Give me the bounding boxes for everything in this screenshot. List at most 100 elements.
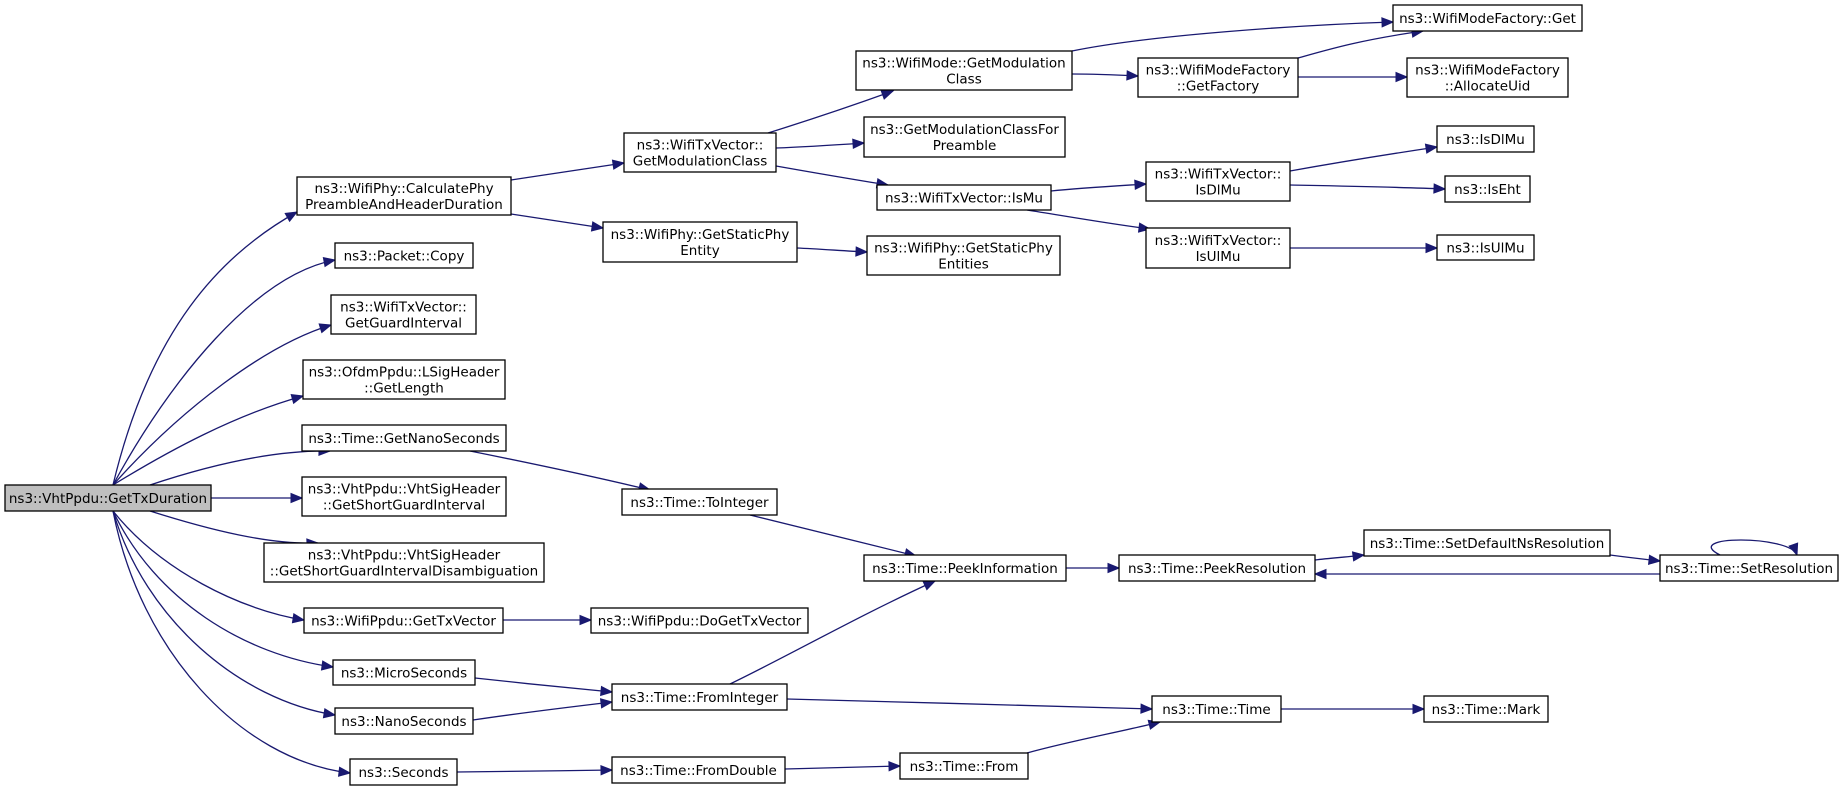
node-txv_getmodclass[interactable]: ns3::WifiTxVector::GetModulationClass	[623, 132, 777, 173]
node-packet_copy[interactable]: ns3::Packet::Copy	[334, 242, 474, 269]
edge-txv_getmodclass-to-txv_ismu	[775, 165, 890, 189]
edge-vht_gettxduration-to-calcphy	[112, 211, 299, 486]
arrowhead	[1788, 542, 1799, 557]
node-box	[855, 50, 1073, 91]
arrowhead	[284, 211, 299, 223]
node-box	[611, 756, 786, 784]
node-box	[866, 235, 1061, 276]
node-getshortgidisamb[interactable]: ns3::VhtPpdu::VhtSigHeader::GetShortGuar…	[263, 542, 545, 583]
node-label: Entity	[680, 243, 719, 259]
node-peekinformation[interactable]: ns3::Time::PeekInformation	[863, 554, 1067, 582]
node-label: ns3::Time::From	[910, 759, 1019, 775]
edge-setresolution-to-setresolution	[1710, 539, 1799, 557]
node-txv_isulmu[interactable]: ns3::WifiTxVector::IsUlMu	[1145, 227, 1291, 269]
edge-line	[474, 677, 613, 693]
arrowhead	[1425, 242, 1439, 254]
arrowhead	[1424, 143, 1439, 154]
node-box	[1436, 234, 1535, 261]
edge-line	[112, 510, 336, 716]
node-calcphy[interactable]: ns3::WifiPhy::CalculatePhyPreambleAndHea…	[296, 176, 512, 216]
edge-peekresolution-to-setdefaultnsresolution	[1314, 551, 1366, 562]
node-microseconds[interactable]: ns3::MicroSeconds	[332, 659, 476, 686]
node-label: Preamble	[933, 138, 997, 154]
edge-txv_ismu-to-txv_isdlmu	[1050, 179, 1148, 192]
node-peekresolution[interactable]: ns3::Time::PeekResolution	[1118, 554, 1316, 582]
node-label: ns3::Time::SetDefaultNsResolution	[1370, 536, 1605, 552]
node-tointeger[interactable]: ns3::Time::ToInteger	[621, 488, 778, 516]
node-vht_gettxduration[interactable]: ns3::VhtPpdu::GetTxDuration	[4, 484, 212, 512]
node-getnanoseconds[interactable]: ns3::Time::GetNanoSeconds	[301, 424, 507, 452]
edge-vht_gettxduration-to-wifippdu_gettxvector	[112, 510, 306, 624]
arrowhead	[320, 660, 335, 671]
arrowhead	[1107, 562, 1121, 574]
edge-line	[112, 510, 305, 621]
node-label: ns3::IsUlMu	[1446, 241, 1524, 257]
node-lsig_getlength[interactable]: ns3::OfdmPpdu::LSigHeader::GetLength	[302, 359, 506, 400]
edge-vht_gettxduration-to-getguardinterval	[112, 323, 333, 486]
node-label: ns3::WifiTxVector::	[637, 138, 764, 154]
node-setdefaultnsresolution[interactable]: ns3::Time::SetDefaultNsResolution	[1363, 529, 1611, 557]
edge-line	[775, 165, 889, 186]
edge-line	[784, 765, 901, 770]
node-label: Entities	[938, 257, 989, 273]
node-mode_getmodclass[interactable]: ns3::WifiMode::GetModulationClass	[855, 50, 1073, 91]
edge-txv_isdlmu-to-isdlmu	[1289, 143, 1439, 172]
node-time_from[interactable]: ns3::Time::From	[899, 752, 1029, 780]
node-label: ns3::WifiModeFactory	[1146, 63, 1291, 79]
node-box	[1363, 529, 1611, 557]
node-box	[611, 683, 788, 711]
node-iseht[interactable]: ns3::IsEht	[1444, 175, 1531, 203]
edge-peekinformation-to-peekresolution	[1066, 562, 1121, 574]
edge-line	[112, 395, 304, 486]
node-wifippdu_gettxvector[interactable]: ns3::WifiPpdu::GetTxVector	[303, 607, 504, 634]
node-fromdouble[interactable]: ns3::Time::FromDouble	[611, 756, 786, 784]
node-label: ns3::WifiPpdu::GetTxVector	[311, 614, 496, 630]
node-box	[4, 484, 212, 512]
edge-setresolution-to-peekresolution	[1313, 568, 1660, 580]
node-isdlmu[interactable]: ns3::IsDlMu	[1436, 125, 1535, 153]
node-getguardinterval[interactable]: ns3::WifiTxVector::GetGuardInterval	[330, 294, 477, 335]
node-modefactory_getfactory[interactable]: ns3::WifiModeFactory::GetFactory	[1137, 57, 1299, 98]
edge-txv_ismu-to-txv_isulmu	[1026, 209, 1152, 233]
node-label: ::AllocateUid	[1445, 79, 1531, 95]
node-getshortgi[interactable]: ns3::VhtPpdu::VhtSigHeader::GetShortGuar…	[301, 476, 507, 517]
edge-vht_gettxduration-to-packet_copy	[112, 256, 337, 486]
node-box	[863, 554, 1067, 582]
node-nanoseconds[interactable]: ns3::NanoSeconds	[334, 707, 474, 735]
node-time_mark[interactable]: ns3::Time::Mark	[1423, 695, 1549, 723]
node-box	[863, 116, 1066, 158]
node-time_time[interactable]: ns3::Time::Time	[1151, 695, 1282, 723]
edge-line	[1071, 21, 1394, 52]
node-label: ns3::WifiPhy::GetStaticPhy	[874, 241, 1053, 257]
edge-line	[112, 510, 351, 774]
node-box	[602, 221, 798, 263]
node-label: ns3::WifiTxVector::	[340, 300, 467, 316]
arrowhead	[1381, 17, 1395, 28]
edge-line	[729, 580, 936, 685]
node-modefactory_allocateuid[interactable]: ns3::WifiModeFactory::AllocateUid	[1406, 57, 1569, 98]
node-box	[296, 176, 512, 216]
node-box	[1151, 695, 1282, 723]
arrowhead	[322, 708, 337, 719]
node-setresolution[interactable]: ns3::Time::SetResolution	[1659, 554, 1839, 582]
node-label: ns3::Time::PeekResolution	[1128, 561, 1306, 577]
arrowhead	[888, 761, 902, 772]
node-isulmu[interactable]: ns3::IsUlMu	[1436, 234, 1535, 261]
node-dogettxvector[interactable]: ns3::WifiPpdu::DoGetTxVector	[590, 607, 809, 634]
edge-line	[1289, 184, 1446, 190]
node-txv_ismu[interactable]: ns3::WifiTxVector::IsMu	[876, 184, 1052, 211]
node-modefactory_get[interactable]: ns3::WifiModeFactory::Get	[1392, 4, 1583, 32]
edge-line	[112, 211, 298, 486]
node-box	[302, 359, 506, 400]
node-txv_isdlmu[interactable]: ns3::WifiTxVector::IsDlMu	[1145, 161, 1291, 202]
edge-line	[456, 769, 613, 773]
node-label: IsUlMu	[1196, 249, 1241, 265]
node-frominteger[interactable]: ns3::Time::FromInteger	[611, 683, 788, 711]
node-seconds[interactable]: ns3::Seconds	[349, 758, 458, 786]
arrowhead	[590, 221, 605, 232]
node-label: ::GetLength	[364, 381, 444, 397]
node-box	[1436, 125, 1535, 153]
